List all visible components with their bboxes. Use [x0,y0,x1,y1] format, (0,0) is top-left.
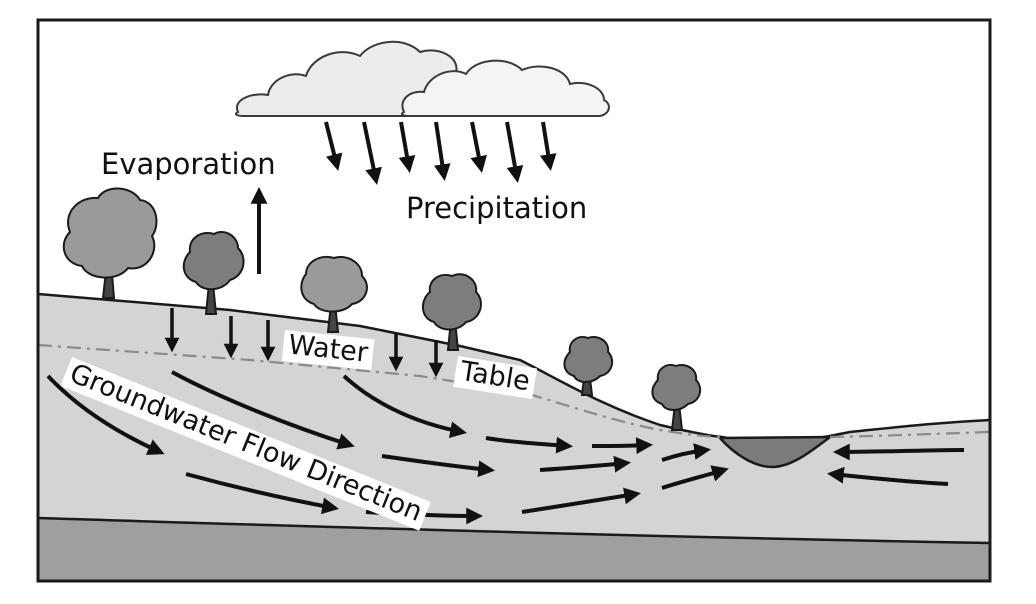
pond [717,435,834,469]
tree-icon [563,336,614,396]
arrow-icon [661,443,712,462]
tree-icon [422,273,482,351]
arrow-icon [661,465,729,490]
arrow-icon [539,121,557,171]
water-table-line [37,343,991,439]
arrow-icon [832,443,965,461]
arrow-icon [485,436,574,454]
precipitation-arrows [324,121,557,185]
arrow-icon [521,487,641,514]
tree-icon [651,364,702,431]
arrow-icon [433,121,451,181]
tree-icon [182,230,245,315]
cloud-icon [401,59,610,117]
arrow-icon [505,121,524,183]
arrow-icon [826,466,949,486]
arrow-icon [398,121,416,173]
diagram-border [36,18,992,583]
arrow-icon [591,437,654,454]
tree-icon [62,187,158,299]
arrow-icon [324,121,343,171]
arrow-icon [470,121,487,173]
arrow-icon [362,121,382,185]
arrow-icon [539,455,632,473]
